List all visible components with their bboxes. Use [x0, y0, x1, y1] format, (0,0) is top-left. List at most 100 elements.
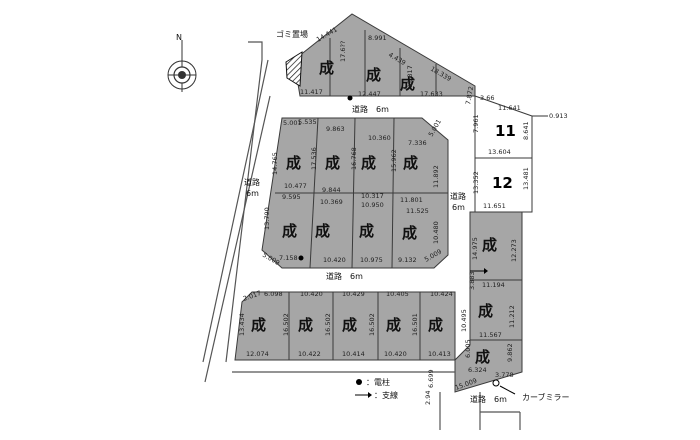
dimension-label: 10.420	[300, 290, 323, 298]
dimension-label: 12.074	[246, 350, 269, 358]
status-mark: 成	[366, 66, 381, 84]
status-mark: 成	[428, 316, 443, 334]
dimension-label: 6.098	[264, 290, 283, 298]
north-label: N	[176, 33, 182, 42]
dimension-label: 13.434	[238, 313, 246, 336]
dimension-label: 3.883	[468, 271, 476, 290]
dimension-label: 9.863	[326, 125, 345, 133]
status-mark: 成	[298, 316, 313, 334]
dimension-label: 16.768	[350, 147, 358, 170]
dimension-label: 9.862	[506, 343, 514, 362]
dimension-label: 12.817	[406, 65, 414, 88]
dimension-label: 14.975	[471, 237, 479, 260]
lot-11-number: 11	[495, 122, 516, 140]
garbage-area-hatch	[285, 51, 303, 87]
status-mark: 成	[475, 348, 490, 366]
left-road	[202, 41, 271, 383]
dimension-label: 6.699	[427, 369, 435, 388]
curve-mirror-icon	[492, 379, 500, 387]
dimension-label: 10.495	[460, 309, 468, 332]
dimension-label: 11.801	[400, 196, 423, 204]
status-mark: 成	[402, 224, 417, 242]
dimension-label: 8.641	[522, 121, 530, 140]
dimension-label: 9.844	[322, 186, 341, 194]
status-mark: 成	[403, 154, 418, 172]
status-mark: 成	[315, 222, 330, 240]
dimension-label: 11.892	[432, 165, 440, 188]
dimension-label: 13.604	[488, 148, 511, 156]
dimension-label: 13.352	[472, 171, 480, 194]
guy-wires	[355, 268, 488, 398]
dimension-label: 13.790	[263, 207, 271, 230]
dimension-label: 12.447	[358, 90, 381, 98]
status-mark: 成	[359, 222, 374, 240]
status-marks: 成 成 成 成 成 成 成 成 成 成 成 成 成 成 成 成 成 成 成	[251, 59, 497, 366]
top-block	[285, 13, 476, 97]
dimension-label: 0.913	[549, 112, 568, 120]
pole-icon	[298, 255, 304, 261]
utility-poles	[298, 95, 362, 385]
status-mark: 成	[325, 154, 340, 172]
dimension-label: 9.132	[398, 256, 417, 264]
dimension-label: 7.961	[472, 114, 480, 133]
dimension-label: 7.158	[279, 254, 298, 262]
status-mark: 成	[286, 154, 301, 172]
bottom-road	[439, 392, 521, 430]
dimension-label: 11.641	[498, 104, 521, 112]
dimension-label: 16.501	[411, 313, 419, 336]
dimension-label: 14.765	[271, 152, 279, 175]
dimension-label: 10.405	[386, 290, 409, 298]
pole-icon	[347, 95, 353, 101]
dimension-label: 5.001	[283, 119, 302, 127]
right-column	[454, 95, 548, 393]
dimension-label: 7.872	[464, 86, 475, 106]
legend-pole-icon	[356, 379, 362, 385]
dimension-label: 16.502	[368, 313, 376, 336]
road-label-top: 道路 6m	[352, 104, 389, 114]
status-mark: 成	[342, 316, 357, 334]
dimension-label: 12.273	[510, 239, 518, 262]
dimension-label: 2.94	[424, 391, 432, 405]
road-label-left-2: 6m	[246, 189, 259, 198]
bottom-block	[232, 291, 456, 373]
dimension-label: 11.651	[483, 202, 506, 210]
dimension-label: 17.536	[310, 147, 318, 170]
dimension-label: 17.6??	[339, 41, 347, 62]
dimension-label: 15.962	[390, 149, 398, 172]
dimension-label: 8.991	[368, 34, 387, 42]
dimension-label: 10.477	[284, 182, 307, 190]
dimension-label: 11.525	[406, 207, 429, 215]
status-mark: 成	[282, 222, 297, 240]
legend-guy-text: ：支線	[374, 390, 398, 400]
lot-12	[474, 157, 533, 213]
dimension-label: 16.502	[324, 313, 332, 336]
dimension-label: 7.336	[408, 139, 427, 147]
dimension-label: 10.360	[368, 134, 391, 142]
dimension-label: 3.66	[480, 94, 494, 102]
dimension-label: 3.778	[495, 371, 514, 379]
status-mark: 成	[386, 316, 401, 334]
dimension-label: 10.950	[361, 201, 384, 209]
dimension-label: 17.633	[420, 90, 443, 98]
center-block	[261, 117, 449, 269]
dimension-label: 9.595	[282, 193, 301, 201]
dimension-label: 10.429	[342, 290, 365, 298]
dimension-label: 11.212	[508, 305, 516, 328]
dimension-label: 10.413	[428, 350, 451, 358]
compass-icon: N	[167, 33, 197, 92]
dimension-label: 10.369	[320, 198, 343, 206]
garbage-area-label: ゴミ置場	[276, 29, 308, 39]
road-label-right-1: 道路	[450, 191, 466, 201]
status-mark: 成	[251, 316, 266, 334]
road-label-left-1: 道路	[244, 177, 260, 187]
dimension-label: 10.975	[360, 256, 383, 264]
dimension-label: 10.317	[361, 192, 384, 200]
dimension-label: 10.422	[298, 350, 321, 358]
dimension-label: 13.481	[522, 167, 530, 190]
status-mark: 成	[400, 75, 415, 93]
dimension-label: 11.417	[300, 88, 323, 96]
dimension-label: 11.194	[482, 281, 505, 289]
dimension-label: 10.420	[323, 256, 346, 264]
road-label-middle: 道路 6m	[326, 271, 363, 281]
